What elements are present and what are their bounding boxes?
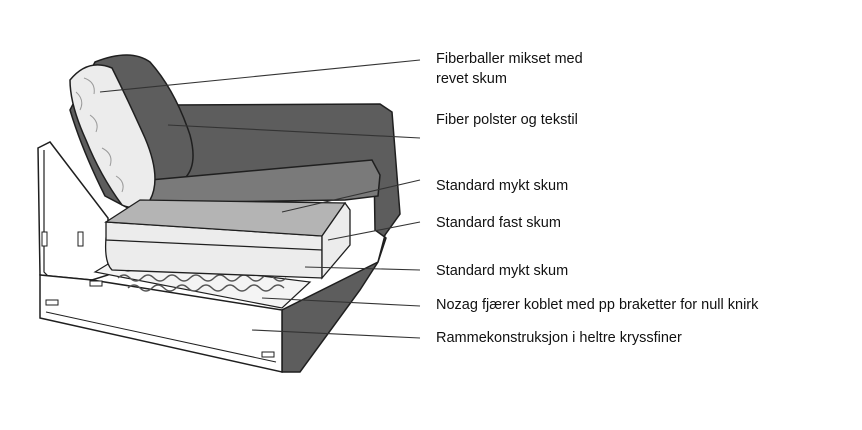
fiber-ball-texture: [75, 77, 124, 193]
label-nozag-springs: Nozag fjærer koblet med pp braketter for…: [436, 295, 758, 315]
frame-front-rail: [39, 274, 283, 373]
leader-fiber-balls: [99, 59, 421, 93]
leader-firm-foam: [327, 221, 421, 241]
label-soft-foam-top-line-1: Standard mykt skum: [436, 178, 569, 194]
frame-bracket-front-left: [45, 299, 59, 306]
leader-frame: [251, 329, 421, 339]
label-frame-line-1: Rammekonstruksjon i heltre kryssfiner: [436, 330, 682, 346]
leader-soft-foam-top: [281, 179, 421, 213]
label-firm-foam-line-1: Standard fast skum: [436, 215, 561, 231]
label-soft-foam-bottom-line-1: Standard mykt skum: [436, 263, 569, 279]
label-fiber-upholstery: Fiber polster og tekstil: [436, 110, 578, 130]
label-fiber-balls: Fiberballer mikset med revet skum: [436, 49, 583, 89]
leader-fiber-upholstery: [167, 124, 421, 139]
frame-bracket-front-right: [261, 351, 275, 358]
label-fiber-balls-line-2: revet skum: [436, 71, 507, 87]
label-soft-foam-top: Standard mykt skum: [436, 176, 568, 196]
frame-bracket-left-top: [41, 231, 48, 247]
label-fiber-upholstery-line-1: Fiber polster og tekstil: [436, 112, 578, 128]
leader-lines: [99, 59, 421, 339]
frame-bracket-front-mid: [89, 280, 103, 287]
label-nozag-springs-line-1: Nozag fjærer koblet med pp braketter for…: [436, 297, 759, 313]
leader-soft-foam-bottom: [304, 266, 421, 271]
label-firm-foam: Standard fast skum: [436, 213, 561, 233]
seat-side-face: [321, 201, 351, 280]
sofa-arm-right: [169, 103, 401, 373]
frame-bracket-left-mid: [77, 231, 84, 247]
label-fiber-balls-line-1: Fiberballer mikset med: [436, 51, 583, 67]
leader-nozag-springs: [261, 297, 421, 307]
frame-front-rail-inner: [45, 311, 277, 363]
label-soft-foam-bottom: Standard mykt skum: [436, 261, 568, 281]
label-frame: Rammekonstruksjon i heltre kryssfiner: [436, 328, 682, 348]
